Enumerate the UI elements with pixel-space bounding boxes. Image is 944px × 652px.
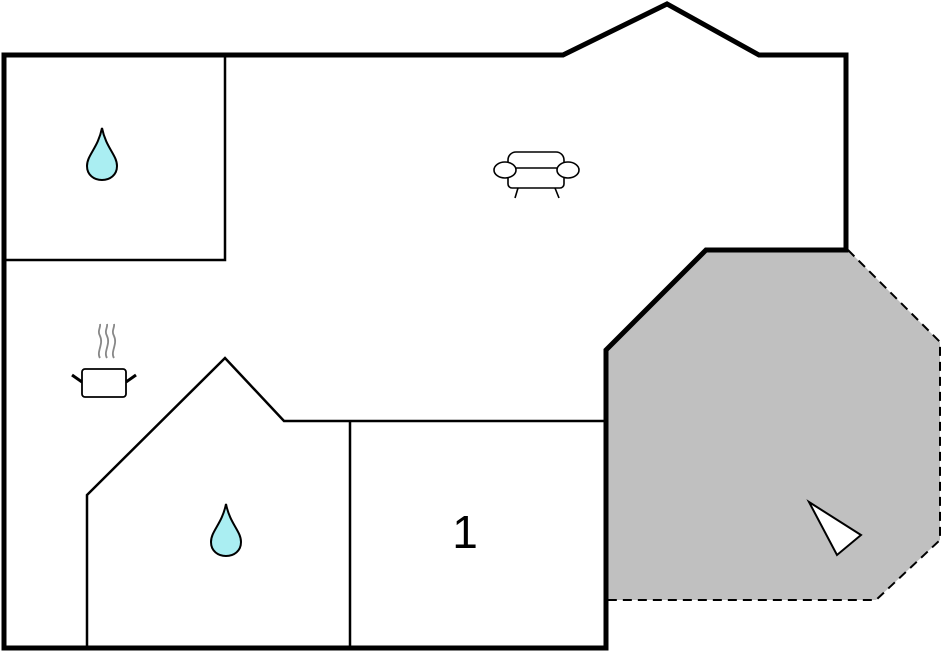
compass-arrow-icon <box>806 499 863 557</box>
water-drop-icon <box>85 127 119 182</box>
terrace-area <box>606 250 940 600</box>
sofa-icon <box>493 151 580 199</box>
bathroom-top-wall <box>4 55 227 262</box>
water-drop-icon <box>209 503 243 558</box>
bathroom-bottom-wall <box>85 356 606 648</box>
room-number-label: 1 <box>452 506 478 558</box>
exterior-wall <box>1 1 849 651</box>
cooking-pot-icon <box>71 323 137 398</box>
